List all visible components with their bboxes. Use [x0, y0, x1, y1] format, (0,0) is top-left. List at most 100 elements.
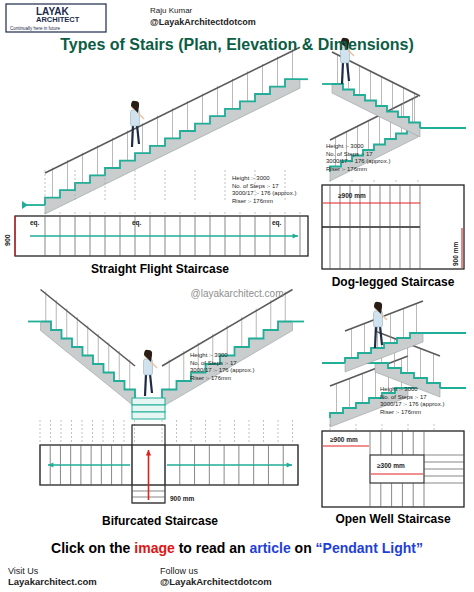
projection-line — [408, 424, 409, 430]
projection-line — [434, 424, 435, 430]
start-marker — [22, 201, 28, 209]
baluster — [82, 153, 83, 183]
projection-line — [396, 180, 397, 184]
tread-line — [390, 227, 391, 269]
text-label: No. of Steps :- 17 — [190, 360, 237, 367]
dimension-line — [371, 473, 423, 474]
text-label: ≥900 mm — [330, 436, 358, 443]
tread-line — [370, 185, 371, 227]
person-figure — [374, 302, 388, 348]
tread-line — [40, 445, 41, 485]
direction-arrow — [167, 464, 292, 466]
handrail — [45, 47, 300, 173]
call-to-action-text: “Pendant Light” — [316, 540, 423, 556]
tread-line — [380, 483, 381, 507]
baluster — [381, 76, 382, 106]
tread-line — [420, 185, 421, 227]
tread-line — [413, 483, 414, 507]
text-label: eq. — [272, 219, 281, 226]
baluster — [370, 71, 371, 101]
text-label: Height :- 3000 — [190, 352, 228, 359]
baluster — [270, 300, 271, 330]
handrail — [162, 290, 293, 367]
stair-steps — [162, 322, 293, 399]
text-label: @LayakArchitectdotcom — [160, 577, 272, 588]
projection-line — [382, 424, 383, 430]
tread-line — [424, 476, 464, 477]
landing-line — [28, 321, 41, 323]
baluster — [52, 168, 53, 198]
baluster — [433, 353, 434, 383]
tread-line — [380, 185, 381, 227]
arrow-head — [287, 462, 292, 467]
call-to-action-text: to read an — [175, 540, 250, 556]
stair-slab — [41, 322, 136, 408]
baluster — [217, 86, 218, 116]
baluster — [119, 351, 120, 381]
text-label: eq. — [132, 219, 141, 226]
arrow-head — [293, 233, 298, 238]
stair-caption: Open Well Staircase — [335, 513, 450, 527]
text-label: @layakarchitect.com — [191, 288, 284, 300]
tread-line — [424, 462, 464, 463]
projection-line — [330, 424, 331, 430]
text-label: 3000/17 :- 176 (approx.) — [380, 401, 444, 408]
baluster — [359, 65, 360, 95]
tread-line — [340, 185, 341, 227]
tread-line — [391, 431, 392, 455]
baluster — [187, 101, 188, 131]
dimension-label: 900 — [4, 234, 12, 246]
text-label: No. of Steps :- 17 — [232, 183, 279, 190]
text-label: Riser :- 176mm — [380, 409, 421, 416]
baluster — [108, 343, 109, 373]
baluster — [349, 378, 350, 408]
stair-steps — [332, 84, 420, 128]
baluster — [227, 326, 228, 356]
stair-steps — [45, 79, 300, 205]
projection-line — [278, 420, 279, 444]
baluster — [414, 93, 415, 123]
dimension-line — [14, 216, 15, 256]
projection-line — [134, 420, 135, 444]
handrail — [41, 290, 136, 367]
tread-line — [340, 227, 341, 269]
projection-line — [418, 180, 419, 184]
tread-line — [410, 185, 411, 227]
baluster — [98, 334, 99, 364]
landing-line — [423, 332, 466, 334]
tread-line — [402, 431, 403, 455]
tread-line — [391, 483, 392, 507]
baluster — [202, 94, 203, 124]
stair-caption: Straight Flight Staircase — [91, 263, 229, 277]
baluster — [97, 145, 98, 175]
tread-line — [410, 227, 411, 269]
call-to-action-text: Click on the — [51, 540, 134, 556]
baluster — [183, 351, 184, 381]
tread-line — [360, 185, 361, 227]
plan-outline — [322, 185, 464, 269]
projection-line — [220, 420, 221, 444]
text-label: ARCHITECT — [36, 16, 79, 25]
projection-line — [374, 180, 375, 184]
projection-line — [162, 420, 163, 444]
text-label: Height :- 3000 — [326, 143, 364, 150]
stair-steps — [330, 128, 418, 172]
baluster — [336, 383, 337, 413]
text-label: Height :- 3000 — [232, 175, 270, 182]
plan-outline — [370, 455, 424, 483]
text-label: Riser :- 176mm — [190, 375, 231, 382]
baluster — [129, 360, 130, 390]
baluster — [157, 116, 158, 146]
baluster — [368, 120, 369, 150]
tread-line — [360, 227, 361, 269]
text-label: ≥900 mm — [338, 192, 366, 199]
tread-line — [370, 483, 371, 507]
baluster — [247, 71, 248, 101]
text-label: 3000/17 :- 176 (approx.) — [326, 158, 390, 165]
stair-caption: Bifurcated Staircase — [102, 515, 218, 529]
text-label: eq. — [30, 219, 39, 226]
projection-line — [249, 420, 250, 444]
handrail — [345, 301, 423, 331]
baluster — [351, 328, 352, 358]
